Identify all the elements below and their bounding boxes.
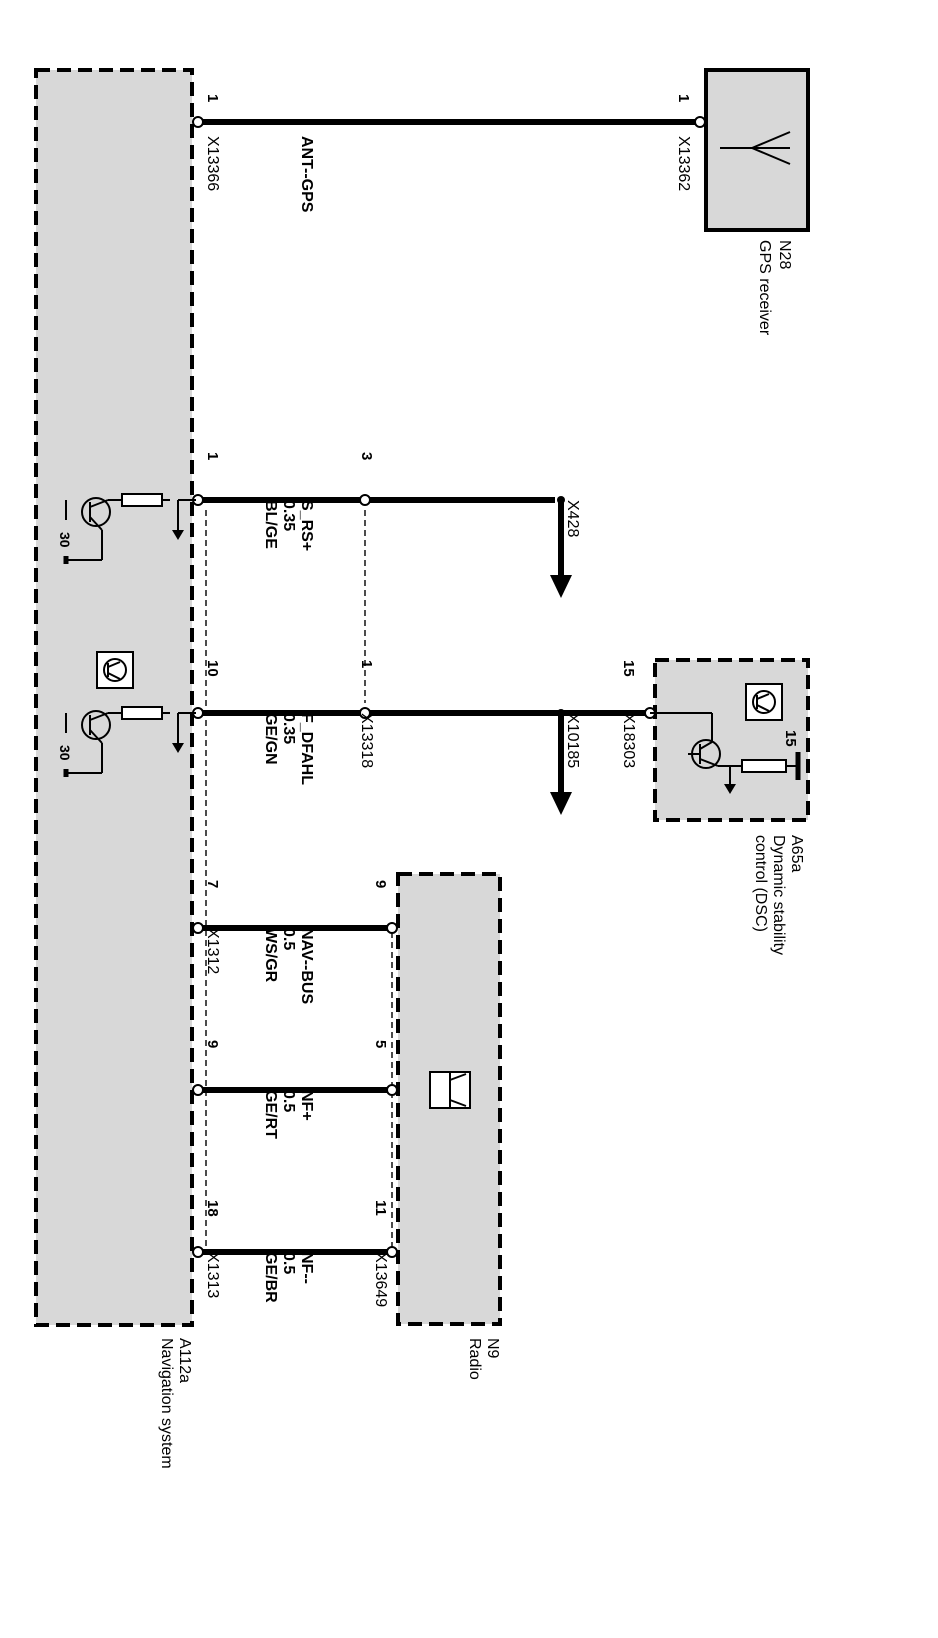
wire-fdf-signal: F_DFAHL [298, 713, 315, 785]
wire-nfm-size: 0.5 [280, 1252, 297, 1274]
radio-name: Radio [466, 1338, 483, 1380]
gps-id: N28 [776, 240, 793, 269]
wire-srs-size: 0.35 [280, 500, 297, 531]
pin-nfm-nav: 18 [204, 1200, 221, 1217]
dsc-transistor-circuit [650, 712, 801, 794]
wire-navbus-signal: NAV--BUS [298, 928, 315, 1004]
pin-gps: 1 [675, 94, 692, 102]
transistor-icon [81, 710, 111, 744]
pin-srs-mid: 3 [358, 452, 375, 460]
ground-icon [724, 784, 736, 794]
pin-nfp-radio: 5 [372, 1040, 389, 1048]
ground-icon [172, 743, 184, 753]
connector-x1312: X1312 [204, 928, 221, 974]
resistor-icon [121, 706, 163, 720]
connector-gps: X13362 [675, 136, 692, 191]
pin-dsc-supply: 15 [782, 730, 799, 747]
supply-30-label-2: 30 [57, 745, 73, 761]
supply-30-label-1: 30 [57, 532, 73, 548]
pin-navbus-radio: 9 [372, 880, 389, 888]
connector-x1313: X1313 [204, 1252, 221, 1298]
resistor-icon [121, 493, 163, 507]
wire-srs-signal: S_RS+ [298, 500, 315, 551]
pin-nav-ant: 1 [204, 94, 221, 102]
nav-transistor-circuit-1 [63, 493, 196, 564]
wire-nfm-signal: NF-- [298, 1252, 315, 1284]
wire-nfp-signal: NF+ [298, 1090, 315, 1121]
gps-name: GPS receiver [756, 240, 773, 336]
branch-arrow-x428 [550, 500, 572, 598]
wire-navbus-color: WS/GR [262, 928, 279, 983]
resistor-icon [741, 759, 787, 773]
nav-name: Navigation system [158, 1338, 175, 1469]
pin-navbus-nav: 7 [204, 880, 221, 888]
control-unit-icon [96, 651, 134, 689]
wire-navbus-size: 0.5 [280, 928, 297, 950]
radio-id: N9 [484, 1338, 501, 1359]
wire-nfp-color: GE/RT [262, 1090, 279, 1139]
pin-fdf-dsc: 15 [620, 660, 637, 677]
wire-srs-color: BL/GE [262, 500, 279, 549]
pin-nfp-nav: 9 [204, 1040, 221, 1048]
dsc-name-line1: Dynamic stability [770, 835, 787, 955]
nav-transistor-circuit-2 [63, 706, 196, 777]
connector-x13318: X13318 [358, 713, 375, 768]
connector-x13649: X13649 [372, 1252, 389, 1307]
connector-pin-markers [192, 116, 706, 1258]
connector-x18303: X18303 [620, 713, 637, 768]
navigation-system-box [34, 68, 194, 1327]
dsc-name-line2: control (DSC) [752, 835, 769, 932]
dsc-control-unit-icon [745, 683, 783, 721]
connector-x10185: X10185 [564, 713, 581, 768]
wire-fdf-size: 0.35 [280, 713, 297, 744]
nav-id: A112a [176, 1338, 193, 1383]
wire-nfp-size: 0.5 [280, 1090, 297, 1112]
dsc-id: A65a [788, 835, 805, 872]
pin-fdf-nav: 10 [204, 660, 221, 677]
transistor-icon [81, 497, 111, 531]
ground-icon [172, 530, 184, 540]
connector-x428: X428 [564, 500, 581, 537]
wire-nfm-color: GE/BR [262, 1252, 279, 1303]
connector-nav-ant: X13366 [204, 136, 221, 191]
speaker-icon [429, 1071, 471, 1109]
pin-fdf-mid: 1 [358, 660, 375, 668]
pin-srs-nav: 1 [204, 452, 221, 460]
antenna-icon [720, 131, 791, 165]
wire-ant-signal: ANT--GPS [298, 136, 315, 213]
wire-fdf-color: GE/GN [262, 713, 279, 765]
pin-nfm-radio: 11 [372, 1200, 389, 1216]
branch-arrow-x10185 [550, 713, 572, 815]
